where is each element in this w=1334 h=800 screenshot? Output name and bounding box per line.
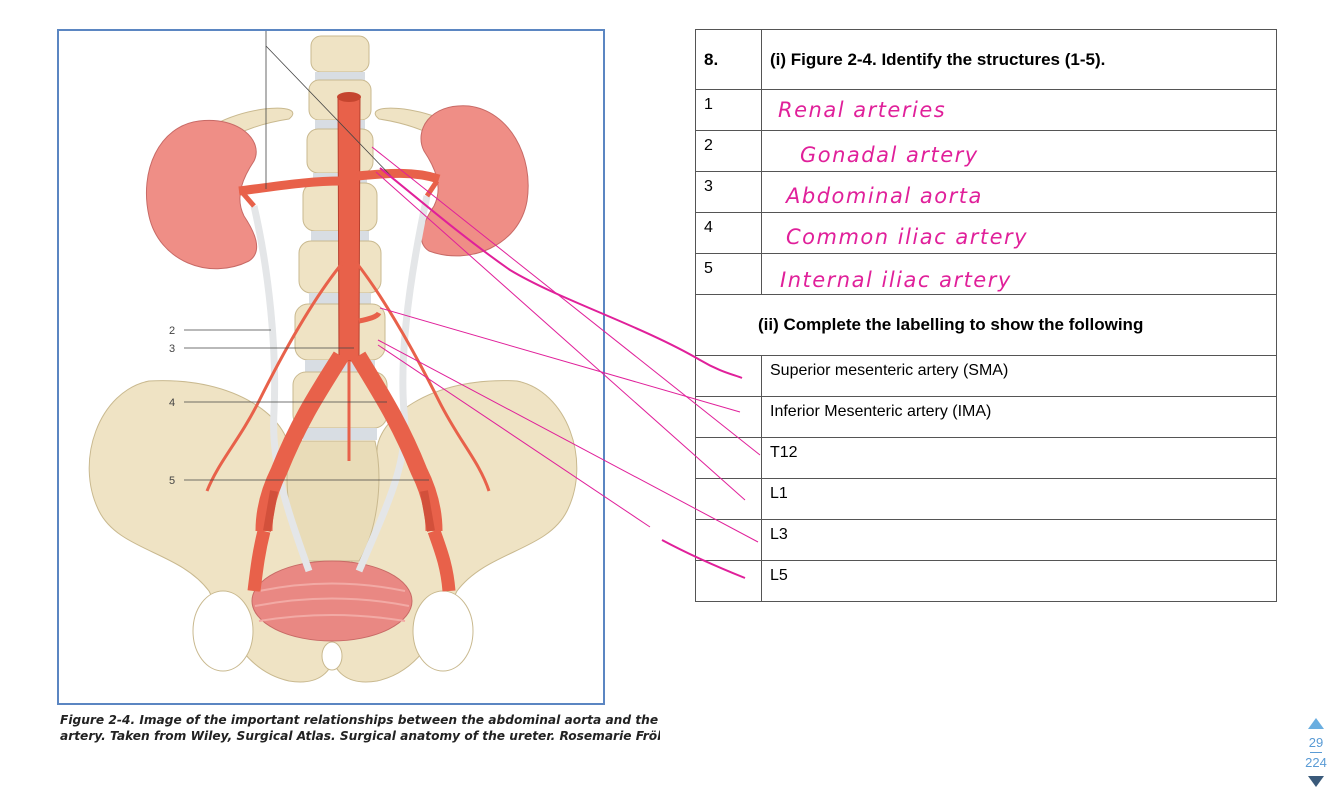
current-page: 29 bbox=[1308, 735, 1324, 750]
page-down-icon[interactable] bbox=[1308, 776, 1324, 787]
label-item-row: Inferior Mesenteric artery (IMA) bbox=[695, 396, 1277, 438]
question-title: (i) Figure 2-4. Identify the structures … bbox=[761, 29, 1277, 90]
total-pages: 224 bbox=[1305, 755, 1327, 770]
label-item-blank[interactable] bbox=[695, 437, 762, 479]
caption-line-2: artery. Taken from Wiley, Surgical Atlas… bbox=[60, 729, 660, 743]
answer-row: 3 Abdominal aorta bbox=[695, 171, 1277, 213]
label-item-blank[interactable] bbox=[695, 478, 762, 520]
page-navigator: 29 224 bbox=[1300, 718, 1332, 787]
anatomy-figure: 2 3 4 5 bbox=[57, 29, 605, 705]
label-item-text: L1 bbox=[761, 478, 1277, 520]
answer-cell[interactable]: Abdominal aorta bbox=[761, 171, 1277, 213]
answer-row: 1 Renal arteries bbox=[695, 89, 1277, 131]
label-item-blank[interactable] bbox=[695, 355, 762, 397]
answer-number: 4 bbox=[695, 212, 762, 254]
left-obturator bbox=[192, 590, 254, 672]
right-obturator bbox=[412, 590, 474, 672]
question-number: 8. bbox=[695, 29, 762, 90]
label-item-text: Superior mesenteric artery (SMA) bbox=[761, 355, 1277, 397]
label-item-row: T12 bbox=[695, 437, 1277, 479]
label-item-text: Inferior Mesenteric artery (IMA) bbox=[761, 396, 1277, 438]
figure-label-2: 2 bbox=[169, 325, 175, 337]
label-item-text: L5 bbox=[761, 560, 1277, 602]
answer-number: 5 bbox=[695, 253, 762, 295]
page-up-icon[interactable] bbox=[1308, 718, 1324, 729]
answer-row: 5 Internal iliac artery bbox=[695, 253, 1277, 295]
page-divider bbox=[1310, 752, 1322, 753]
label-item-blank[interactable] bbox=[695, 519, 762, 561]
handwritten-answer: Common iliac artery bbox=[786, 225, 1029, 249]
question-header-row: 8. (i) Figure 2-4. Identify the structur… bbox=[695, 29, 1277, 90]
bladder bbox=[251, 560, 413, 642]
answer-cell[interactable]: Gonadal artery bbox=[761, 130, 1277, 172]
answer-cell[interactable]: Renal arteries bbox=[761, 89, 1277, 131]
label-item-text: L3 bbox=[761, 519, 1277, 561]
handwritten-answer: Renal arteries bbox=[778, 98, 947, 122]
figure-label-3: 3 bbox=[169, 343, 175, 355]
label-item-text: T12 bbox=[761, 437, 1277, 479]
handwritten-answer: Gonadal artery bbox=[800, 143, 979, 167]
left-ureter bbox=[250, 205, 313, 573]
leader-lines bbox=[184, 31, 429, 481]
handwritten-answer: Internal iliac artery bbox=[780, 268, 1012, 292]
figure-caption: Figure 2-4. Image of the important relat… bbox=[60, 712, 660, 744]
label-item-row: L3 bbox=[695, 519, 1277, 561]
left-kidney bbox=[145, 119, 258, 270]
label-item-blank[interactable] bbox=[695, 396, 762, 438]
answer-number: 3 bbox=[695, 171, 762, 213]
label-item-blank[interactable] bbox=[695, 560, 762, 602]
label-item-row: Superior mesenteric artery (SMA) bbox=[695, 355, 1277, 397]
subquestion-title: (ii) Complete the labelling to show the … bbox=[695, 294, 1277, 356]
answer-number: 1 bbox=[695, 89, 762, 131]
answer-cell[interactable]: Common iliac artery bbox=[761, 212, 1277, 254]
answer-row: 2 Gonadal artery bbox=[695, 130, 1277, 172]
anatomy-illustration: 2 3 4 5 bbox=[88, 31, 578, 683]
subquestion-row: (ii) Complete the labelling to show the … bbox=[695, 294, 1277, 356]
label-item-row: L5 bbox=[695, 560, 1277, 602]
handwritten-answer: Abdominal aorta bbox=[786, 184, 983, 208]
question-table: 8. (i) Figure 2-4. Identify the structur… bbox=[695, 29, 1277, 602]
label-item-row: L1 bbox=[695, 478, 1277, 520]
figure-label-4: 4 bbox=[169, 397, 175, 409]
figure-label-5: 5 bbox=[169, 475, 175, 487]
answer-cell[interactable]: Internal iliac artery bbox=[761, 253, 1277, 295]
answer-row: 4 Common iliac artery bbox=[695, 212, 1277, 254]
caption-line-1: Figure 2-4. Image of the important relat… bbox=[60, 713, 660, 727]
answer-number: 2 bbox=[695, 130, 762, 172]
